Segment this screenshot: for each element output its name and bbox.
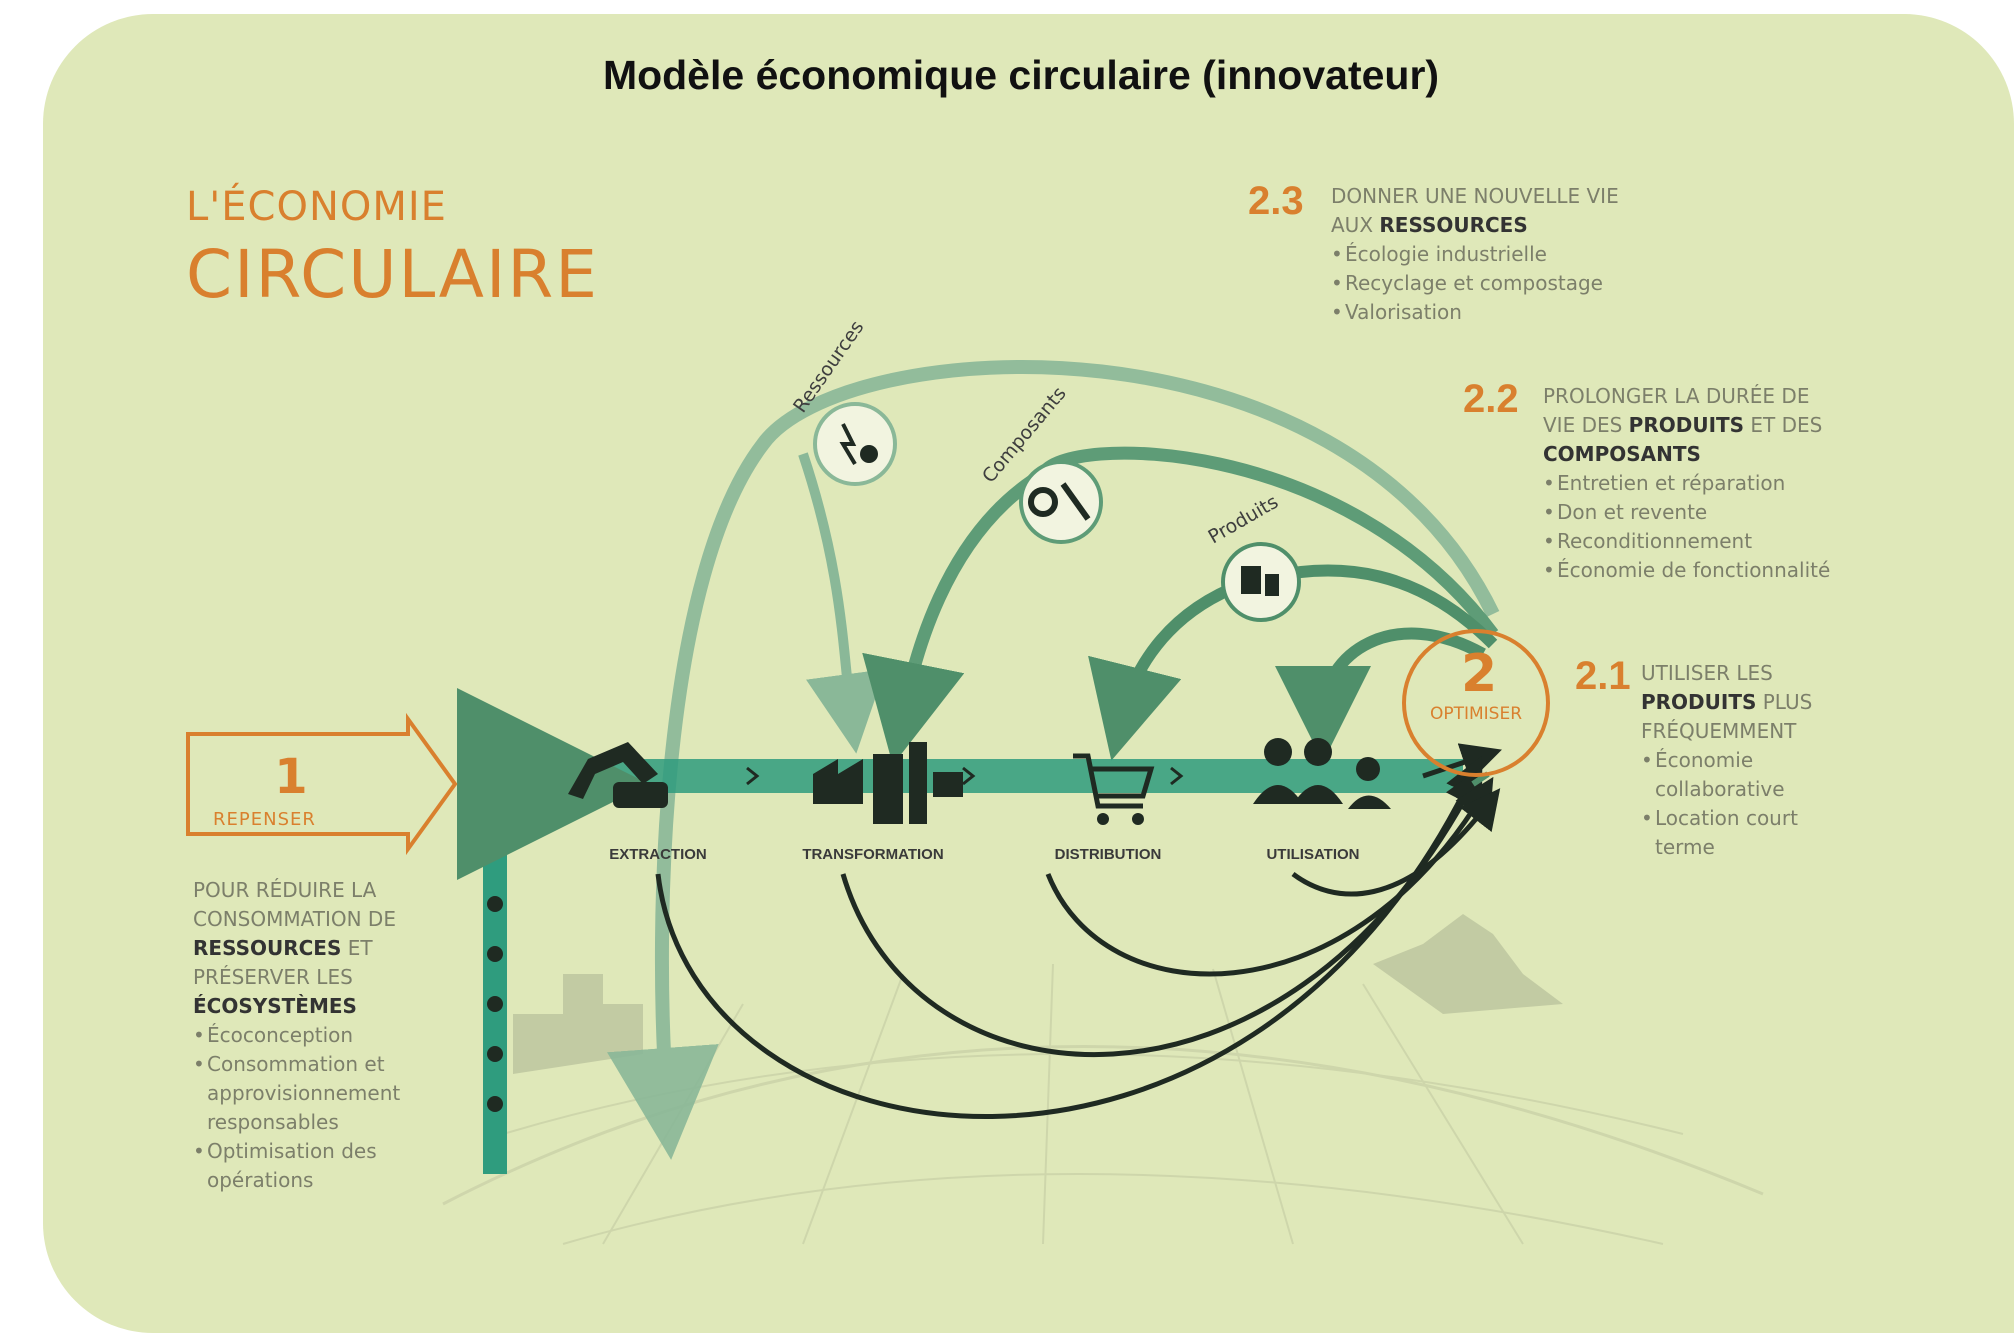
ressources-hub	[813, 402, 897, 486]
step-2-3-item: Écologie industrielle	[1331, 240, 1619, 269]
step-2-3-line-1: DONNER UNE NOUVELLE VIE	[1331, 184, 1619, 208]
step-2-2-item: Entretien et réparation	[1543, 469, 1830, 498]
step-2-2-text: PROLONGER LA DURÉE DE VIE DES PRODUITS E…	[1543, 382, 1830, 585]
cart-icon	[1073, 753, 1155, 809]
step-2-2-line-2-pre: VIE DES	[1543, 413, 1629, 437]
stage-distribution: DISTRIBUTION	[1054, 846, 1162, 863]
step-2-1-number: 2.1	[1575, 654, 1631, 698]
logo-line-1: L'ÉCONOMIE	[186, 184, 447, 230]
optimiser-label: OPTIMISER	[1429, 704, 1523, 724]
step-2-1-item: Location court terme	[1641, 804, 1841, 862]
repenser-desc-bold-1: RESSOURCES	[193, 936, 342, 960]
step-2-2-line-1: PROLONGER LA DURÉE DE	[1543, 384, 1810, 408]
step-2-2-line-3-bold: COMPOSANTS	[1543, 442, 1701, 466]
repenser-item: Écoconception	[193, 1021, 433, 1050]
step-2-1-line-2-bold: PRODUITS	[1641, 690, 1757, 714]
repenser-label: REPENSER	[213, 809, 316, 830]
step-2-2-line-2-post: ET DES	[1744, 413, 1823, 437]
repenser-item: Consommation et approvisionnement respon…	[193, 1050, 433, 1137]
repenser-desc-line-2: CONSOMMATION DE	[193, 907, 396, 931]
loop-label-produits: Produits	[1205, 491, 1283, 548]
repenser-desc-bold-2: ÉCOSYSTÈMES	[193, 994, 357, 1018]
diagram-card: Modèle économique circulaire (innovateur…	[43, 14, 2014, 1333]
repenser-item: Optimisation des opérations	[193, 1137, 433, 1195]
produits-hub	[1221, 542, 1301, 622]
step-2-2-item: Économie de fonctionnalité	[1543, 556, 1830, 585]
step-2-1-text: UTILISER LES PRODUITS PLUS FRÉQUEMMENT É…	[1641, 659, 1841, 862]
step-2-3-item: Recyclage et compostage	[1331, 269, 1619, 298]
optimiser-number: 2	[1461, 644, 1498, 704]
repenser-shape	[186, 712, 458, 856]
step-2-3-line-2-pre: AUX	[1331, 213, 1380, 237]
circular-economy-diagram: Ressources Composants Produits	[186, 317, 1764, 1245]
page-title: Modèle économique circulaire (innovateur…	[602, 52, 1440, 98]
stage-extraction: EXTRACTION	[609, 846, 707, 863]
composants-hub	[1019, 460, 1103, 544]
factory-icon	[813, 742, 963, 824]
repenser-desc-line-4: PRÉSERVER LES	[193, 965, 353, 989]
repenser-desc-line-3: ET	[341, 936, 373, 960]
step-2-3-number: 2.3	[1248, 179, 1304, 223]
step-2-3-text: DONNER UNE NOUVELLE VIE AUX RESSOURCES É…	[1331, 182, 1619, 327]
repenser-desc-line-1: POUR RÉDUIRE LA	[193, 878, 377, 902]
step-2-2-item: Don et revente	[1543, 498, 1830, 527]
step-2-1-item: Économie collaborative	[1641, 746, 1841, 804]
step-2-2-line-2-bold: PRODUITS	[1628, 413, 1745, 437]
step-2-1-line-3: FRÉQUEMMENT	[1641, 719, 1797, 743]
extraction-icon	[568, 742, 668, 808]
stage-transformation: TRANSFORMATION	[802, 846, 944, 863]
repenser-number: 1	[274, 749, 308, 805]
step-2-1-line-2-post: PLUS	[1756, 690, 1813, 714]
stage-utilisation: UTILISATION	[1266, 846, 1360, 863]
step-2-3-item: Valorisation	[1331, 298, 1619, 327]
step-2-3-line-2-bold: RESSOURCES	[1379, 213, 1528, 237]
users-icon	[1253, 738, 1391, 809]
logo-line-2: CIRCULAIRE	[186, 236, 599, 313]
globe-background	[442, 914, 1764, 1245]
repenser-description: POUR RÉDUIRE LA CONSOMMATION DE RESSOURC…	[193, 876, 493, 1195]
step-2-2-number: 2.2	[1463, 377, 1519, 421]
optimiser-circle	[1402, 629, 1550, 777]
step-2-1-line-1: UTILISER LES	[1641, 661, 1773, 685]
step-2-2-item: Reconditionnement	[1543, 527, 1830, 556]
